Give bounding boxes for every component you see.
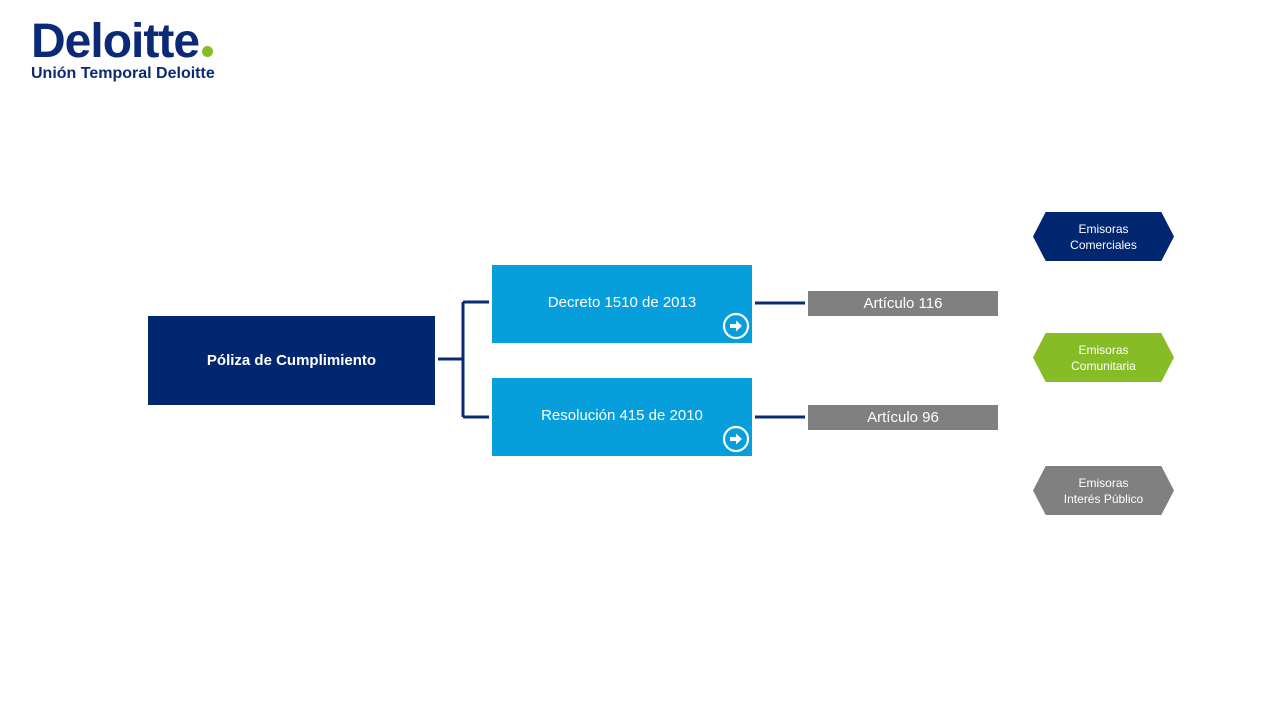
regulation-label: Resolución 415 de 2010 bbox=[541, 407, 703, 424]
arrow-right-circle-icon[interactable] bbox=[722, 425, 750, 453]
logo-green-dot bbox=[202, 46, 214, 57]
article-node-96: Artículo 96 bbox=[808, 405, 998, 430]
emisoras-comunitaria-node: Emisoras Comunitaria bbox=[1033, 333, 1174, 382]
emisoras-interes-publico-node: Emisoras Interés Público bbox=[1033, 466, 1174, 515]
arrow-right-circle-icon[interactable] bbox=[722, 312, 750, 340]
logo-subtitle: Unión Temporal Deloitte bbox=[31, 65, 215, 82]
emisoras-line1: Emisoras bbox=[1078, 475, 1129, 490]
article-node-116: Artículo 116 bbox=[808, 291, 998, 316]
logo-wordmark: Deloitte bbox=[31, 15, 200, 68]
emisoras-line1: Emisoras bbox=[1078, 342, 1129, 357]
root-node: Póliza de Cumplimiento bbox=[148, 316, 435, 405]
emisoras-line2: Comunitaria bbox=[1071, 358, 1136, 373]
regulation-node-decreto[interactable]: Decreto 1510 de 2013 bbox=[492, 265, 752, 343]
emisoras-line2: Comerciales bbox=[1070, 237, 1137, 252]
emisoras-comerciales-node: Emisoras Comerciales bbox=[1033, 212, 1174, 261]
emisoras-line1: Emisoras bbox=[1078, 221, 1129, 236]
regulation-label: Decreto 1510 de 2013 bbox=[547, 294, 697, 311]
regulation-node-resolucion[interactable]: Resolución 415 de 2010 bbox=[492, 378, 752, 456]
emisoras-line2: Interés Público bbox=[1063, 491, 1144, 506]
deloitte-logo: Deloitte Unión Temporal Deloitte bbox=[31, 15, 215, 83]
